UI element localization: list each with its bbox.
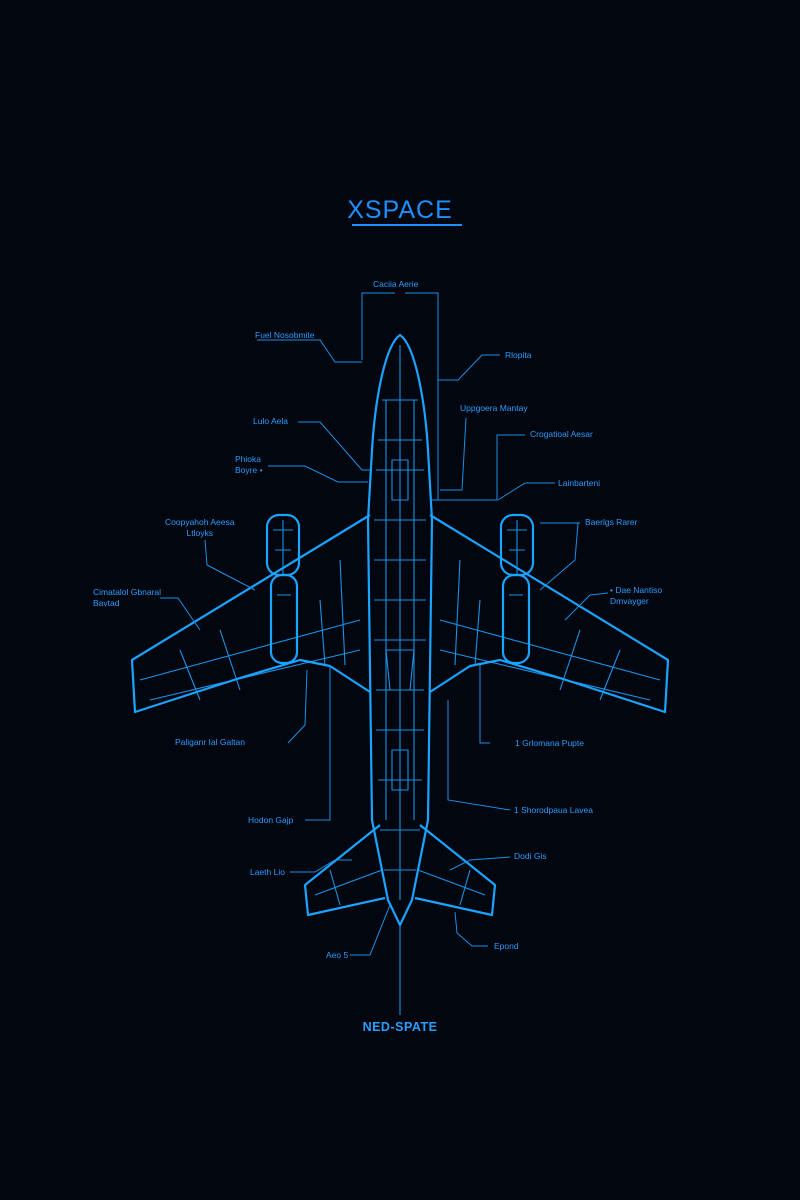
callout-label: Rlopita [505,350,532,360]
callout-label: Baerlgs Rarer [585,517,638,527]
right-tailplane [414,824,497,917]
callout-label: • Dae Nantiso Dmvayger [610,585,663,606]
callout-label: Phioka Boyre • [235,454,263,475]
callout-label: Fuel Nosobmite [255,330,315,340]
right-engine-pod [501,573,531,665]
callout-label: Dodi Gis [514,851,547,861]
callout-label: Crogatioal Aesar [530,429,593,439]
callout-label: Coopyahoh Aeesa Ltloyks [165,517,235,538]
diagram-title: XSPACE [347,196,453,224]
callout-label: Lulo Aela [253,416,288,426]
callout-label: Laeth Lio [250,867,285,877]
callout-label: Aeo 5 [326,950,349,960]
title-underline [352,224,462,226]
left-engine-pod [269,573,299,665]
left-tailplane [303,824,386,917]
callout-label: Epond [494,941,519,951]
callout-label: 1 Grlomana Pupte [515,738,584,748]
aircraft-details [139,345,661,1015]
footer-caption: NED-SPATE [362,1020,438,1034]
callout-label: Caciia Aerie [373,279,419,289]
callout-label: Lainbarteni [558,478,601,488]
right-wing [429,514,670,714]
callout-label: Cimatalol Gbnaral Bavtad [93,587,162,608]
callout-label: Paliganr Ial Galtan [175,737,245,747]
leader-lines [160,292,609,956]
callout-label: 1 Shorodpaua Lavea [514,805,593,815]
left-wing [130,514,371,714]
callout-label: Uppgoera Mantay [460,403,528,413]
callout-label: Hodon Gajp [248,815,294,825]
